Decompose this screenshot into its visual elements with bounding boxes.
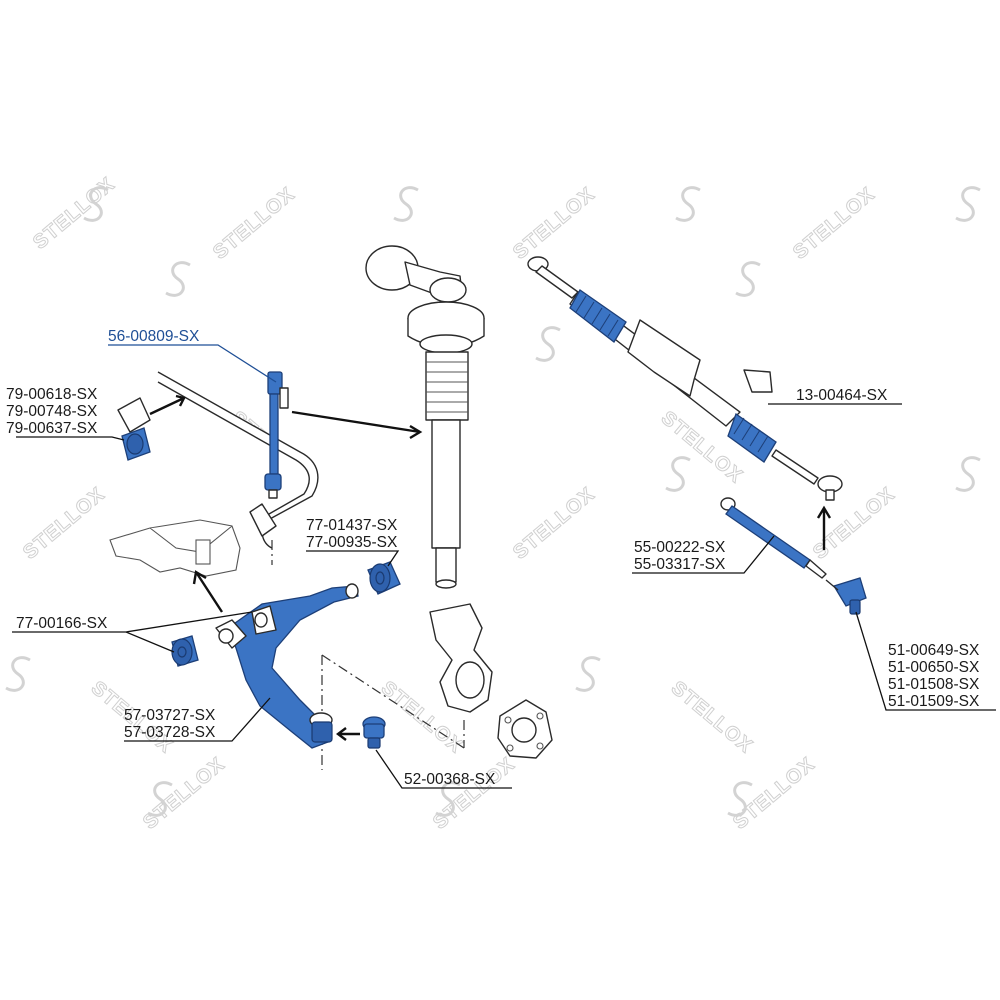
watermark-logo — [675, 186, 701, 222]
watermark-text: STELLOX — [729, 753, 819, 834]
watermark-logo — [165, 261, 191, 297]
watermark-text: STELLOX — [19, 483, 109, 564]
label-tie-rod-end-1: 51-00649-SX — [888, 642, 980, 659]
leader-tie-rod-end — [855, 611, 996, 711]
watermark-text: STELLOX — [29, 173, 119, 254]
watermark-logo — [665, 456, 691, 492]
label-stabilizer-link: 56-00809-SX — [108, 328, 200, 345]
leader-tie-rod — [632, 535, 775, 574]
watermark-text: STELLOX — [667, 677, 757, 758]
watermark-text: STELLOX — [139, 753, 229, 834]
leader-arm-bushing-rear — [306, 550, 400, 567]
watermark-text: STELLOX — [509, 183, 599, 264]
watermark-logo — [727, 781, 753, 817]
watermark-text: STELLOX — [809, 483, 899, 564]
label-control-arm-1: 57-03727-SX — [124, 707, 216, 724]
leader-stabilizer-link — [108, 344, 277, 383]
label-ball-joint: 52-00368-SX — [404, 771, 496, 788]
arm-bushing-rear — [367, 561, 401, 595]
label-control-arm-2: 57-03728-SX — [124, 724, 216, 741]
label-stabilizer-bushing-3: 79-00637-SX — [6, 420, 98, 437]
label-tie-rod-end-4: 51-01509-SX — [888, 693, 980, 710]
ball-joint — [362, 716, 386, 749]
leader-control-arm — [124, 697, 271, 742]
label-steering-boot: 13-00464-SX — [796, 387, 888, 404]
watermark-logo — [83, 186, 109, 222]
arm-bushing-front — [171, 635, 199, 667]
stabilizer-link — [264, 371, 289, 499]
leader-arm-bushing-front — [12, 611, 253, 653]
watermark-text: STELLOX — [209, 183, 299, 264]
label-stabilizer-bushing-2: 79-00748-SX — [6, 403, 98, 420]
tie-rod-end-arrow — [816, 505, 832, 550]
steering-knuckle — [429, 603, 553, 759]
watermark-text: STELLOX — [509, 483, 599, 564]
strut-assembly — [365, 245, 485, 589]
label-arm-bushing-front: 77-00166-SX — [16, 615, 108, 632]
watermark-text: STELLOX — [789, 183, 879, 264]
watermark-logo — [147, 781, 173, 817]
leader-ball-joint — [375, 749, 512, 789]
watermark-logo — [393, 186, 419, 222]
label-tie-rod-end-2: 51-00650-SX — [888, 659, 980, 676]
ball-joint-arrow — [336, 727, 360, 741]
watermark-logo — [535, 326, 561, 362]
leader-stabilizer-bushing — [16, 436, 125, 441]
watermark-logo — [435, 781, 461, 817]
watermark-logo — [575, 656, 601, 692]
watermark-logo — [735, 261, 761, 297]
tie-rod — [720, 497, 827, 579]
stabilizer-bushing — [117, 397, 151, 461]
label-arm-bushing-rear-2: 77-00935-SX — [306, 534, 398, 551]
bushing-arrow — [149, 394, 186, 416]
watermark-logo — [955, 456, 981, 492]
subframe-arrow — [192, 570, 224, 613]
label-tie-rod-2: 55-03317-SX — [634, 556, 726, 573]
steering-rack — [527, 256, 843, 501]
link-arrow — [291, 410, 423, 440]
watermark-logo — [5, 656, 31, 692]
label-tie-rod-end-3: 51-01508-SX — [888, 676, 980, 693]
lower-control-arm — [215, 583, 359, 749]
part-labels: 56-00809-SX 79-00618-SX 79-00748-SX 79-0… — [6, 328, 980, 788]
subframe — [109, 519, 241, 577]
label-arm-bushing-rear-1: 77-01437-SX — [306, 517, 398, 534]
label-stabilizer-bushing-1: 79-00618-SX — [6, 386, 98, 403]
tie-rod-end — [825, 577, 867, 615]
label-tie-rod-1: 55-00222-SX — [634, 539, 726, 556]
alignment-line — [321, 654, 465, 749]
watermark-logo — [955, 186, 981, 222]
